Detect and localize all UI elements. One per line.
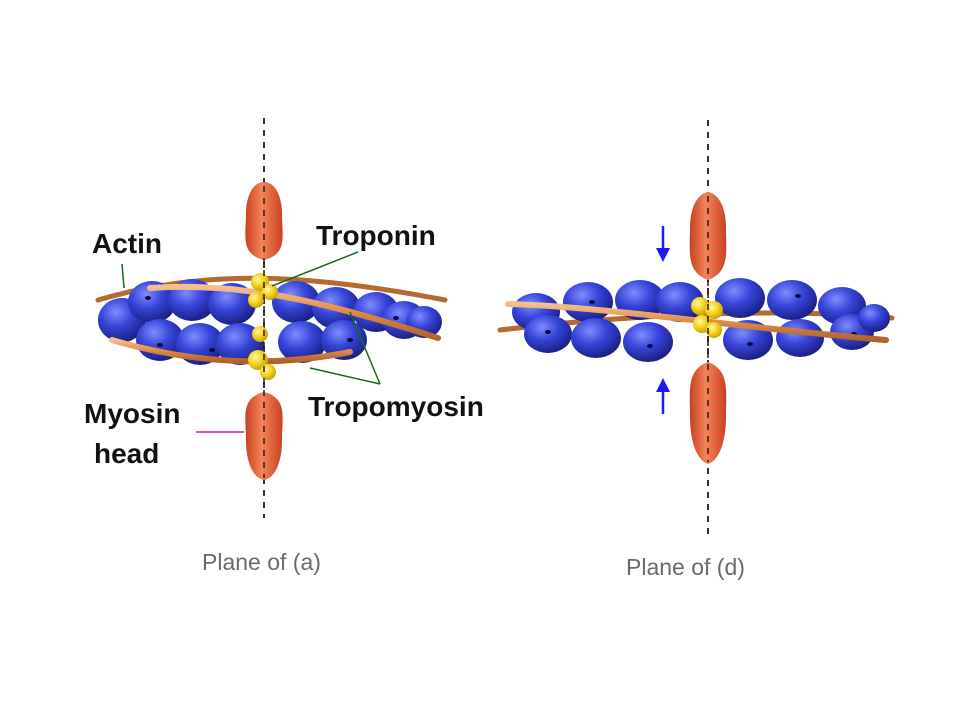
tropomyosin-strand-front-lower bbox=[109, 337, 353, 365]
troponin-right bbox=[691, 297, 723, 338]
tropomyosin-strand-front-upper bbox=[147, 283, 441, 341]
label-myosin-head-line1: Myosin bbox=[84, 398, 181, 429]
left-panel bbox=[95, 118, 448, 518]
label-actin: Actin bbox=[92, 228, 162, 259]
myosin-head-upper-left bbox=[245, 182, 283, 260]
actin-leader bbox=[121, 263, 125, 289]
label-troponin: Troponin bbox=[316, 220, 436, 251]
caption-plane-a: Plane of (a) bbox=[202, 549, 321, 575]
tropomyosin-strand-front-right bbox=[505, 301, 889, 343]
arrow-down-icon bbox=[656, 226, 670, 262]
label-tropomyosin: Tropomyosin bbox=[308, 391, 484, 422]
arrow-up-icon bbox=[656, 378, 670, 414]
right-panel bbox=[497, 120, 895, 538]
label-myosin-head-line2: head bbox=[94, 438, 160, 469]
tropomyosin-leader-2 bbox=[309, 367, 381, 385]
troponin-lower-left bbox=[248, 326, 276, 380]
tropomyosin-leader-1 bbox=[349, 311, 381, 385]
myosin-head-lower-left bbox=[245, 392, 283, 480]
troponin-leader bbox=[271, 251, 359, 287]
actin-filament-right bbox=[512, 278, 890, 362]
caption-plane-d: Plane of (d) bbox=[626, 554, 745, 580]
